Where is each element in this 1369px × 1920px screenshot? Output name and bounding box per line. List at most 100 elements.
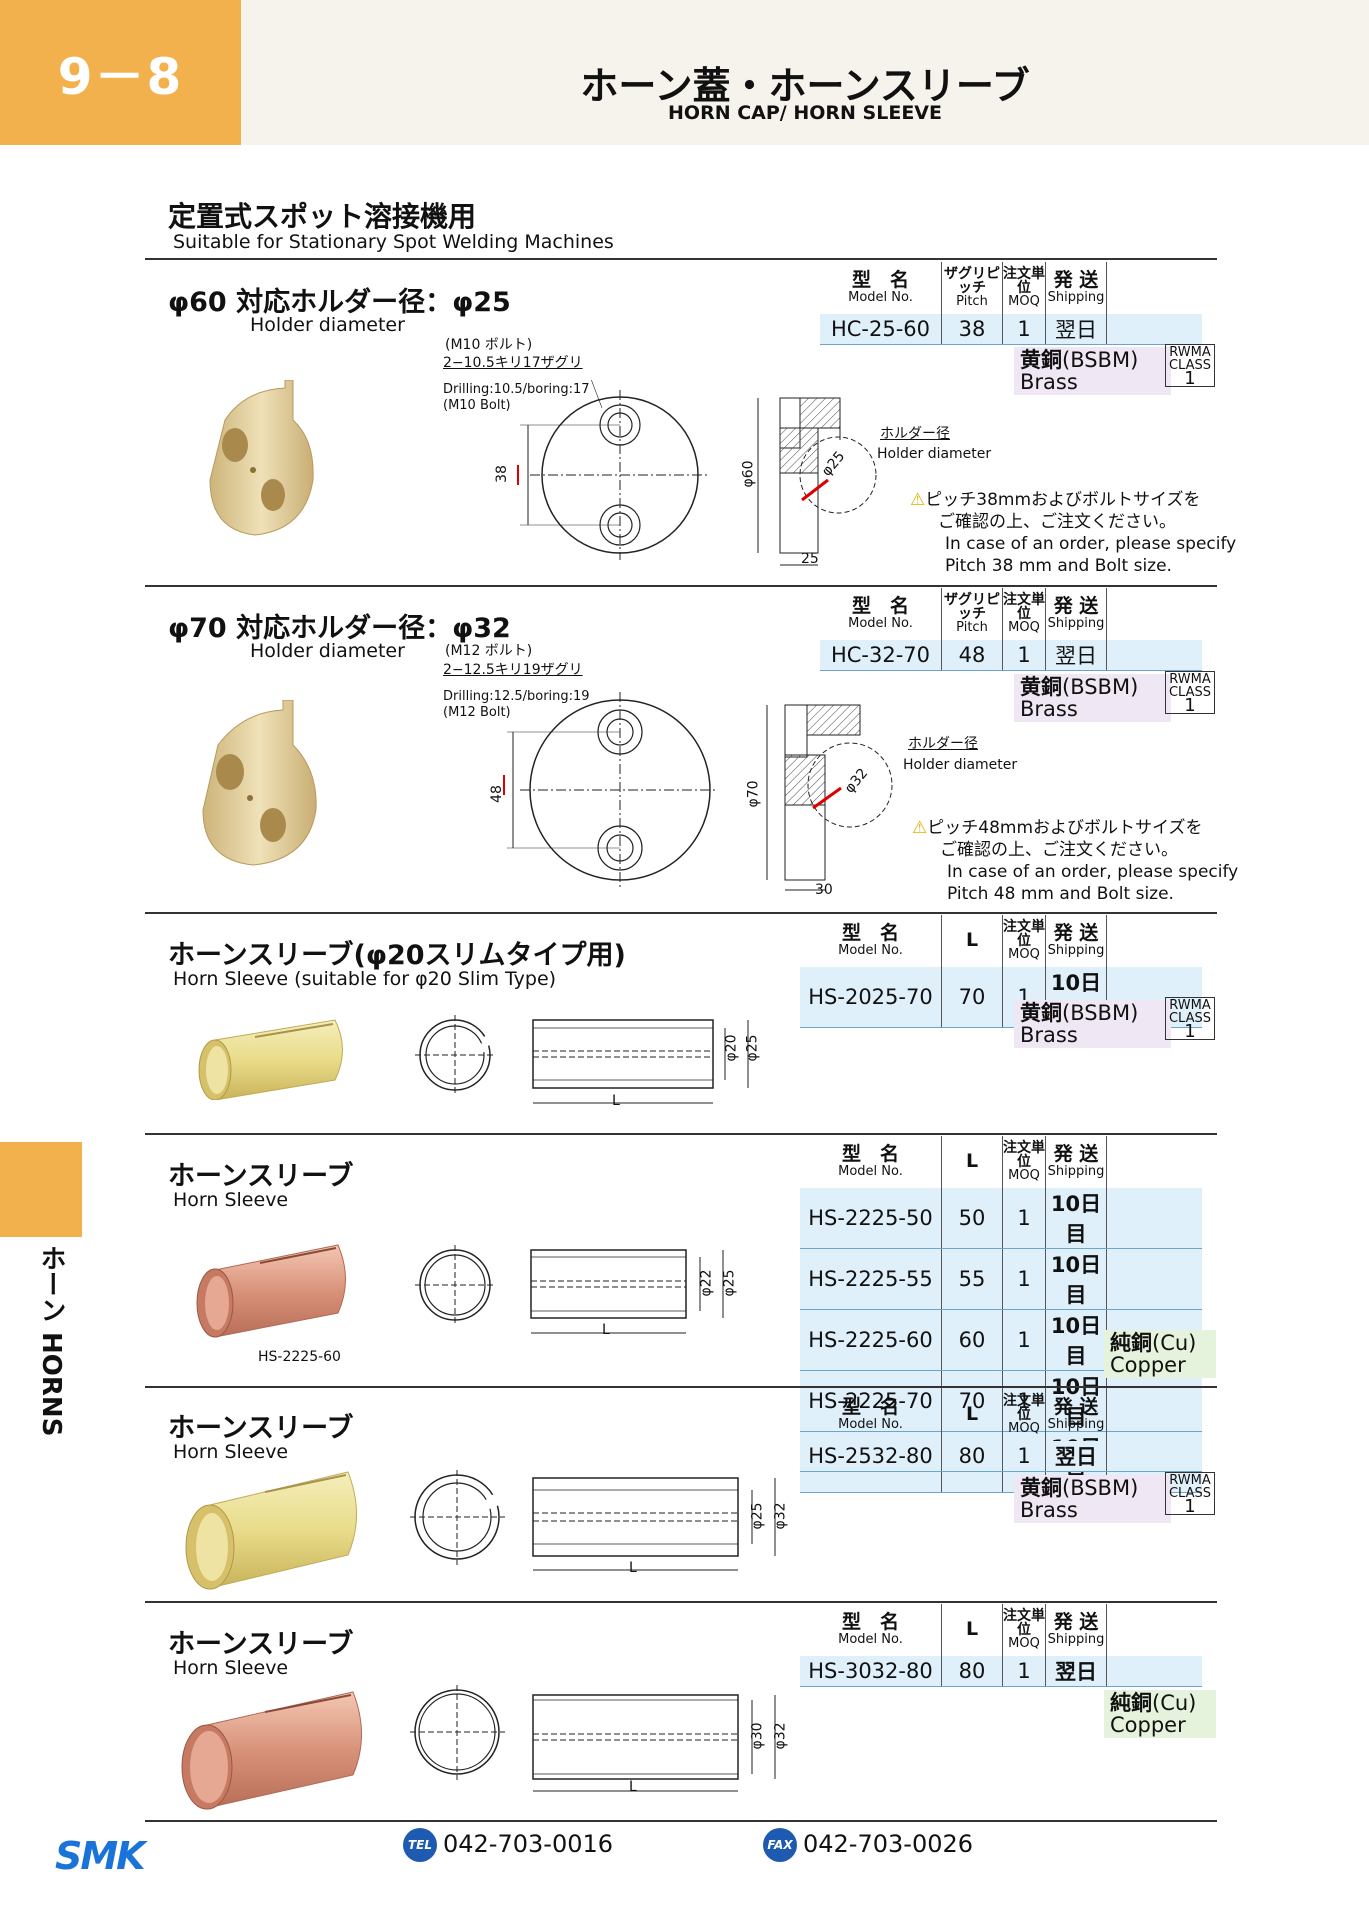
material-jp: 黄銅 — [1020, 1001, 1062, 1025]
sleeve-end-view — [415, 1015, 495, 1095]
material-code: (BSBM) — [1062, 1476, 1139, 1500]
section-subtitle: Holder diameter — [250, 640, 405, 662]
material-label: 黄銅(BSBM) Brass — [1014, 347, 1171, 395]
table-row: HC-25-60 38 1 翌日 — [820, 314, 1202, 345]
rwma-badge: RWMA CLASS 1 — [1165, 1472, 1215, 1517]
col-l: L — [965, 1403, 979, 1426]
drill-note-jp: 2−12.5キリ19ザグリ — [443, 662, 583, 678]
ship-cell: 翌日 — [1045, 314, 1107, 345]
material-en: Copper — [1110, 1713, 1186, 1737]
col-moq-jp: 注文単位 — [1003, 1140, 1045, 1171]
rwma-label: RWMA — [1169, 672, 1211, 687]
rwma-label: RWMA — [1169, 345, 1211, 360]
material-en: Brass — [1020, 1023, 1078, 1047]
col-ship-jp: 発 送 — [1053, 1396, 1099, 1419]
front-view-drawing — [503, 692, 715, 888]
ship-cell: 10日目 — [1045, 1309, 1107, 1371]
col-model-jp: 型 名 — [841, 922, 899, 945]
material-code: (BSBM) — [1062, 675, 1139, 699]
section-title: ホーンスリーブ(φ20スリムタイプ用) — [168, 940, 626, 971]
holder-label-jp: ホルダー径 — [880, 426, 950, 442]
material-code: (Cu) — [1152, 1691, 1197, 1715]
side-tab — [0, 1142, 82, 1237]
moq-cell: 1 — [1002, 1248, 1046, 1310]
col-moq-en: MOQ — [1008, 294, 1040, 310]
material-code: (BSBM) — [1062, 1001, 1139, 1025]
class-label: CLASS — [1168, 1486, 1211, 1501]
sleeve-side-view — [532, 1477, 776, 1571]
note-line: ピッチ38mmおよびボルトサイズを — [925, 490, 1201, 510]
fax-number: 042-703-0026 — [803, 1830, 974, 1858]
col-ship-en: Shipping — [1047, 290, 1105, 306]
material-en: Brass — [1020, 1498, 1078, 1522]
material-jp: 黄銅 — [1020, 1476, 1062, 1500]
col-model-en: Model No. — [838, 943, 903, 959]
pitch-cell: 38 — [941, 314, 1003, 345]
class-label: CLASS — [1168, 1011, 1211, 1026]
model-cell: HS-3032-80 — [800, 1656, 942, 1687]
col-model-en: Model No. — [848, 616, 913, 632]
warning-note: ⚠ピッチ48mmおよびボルトサイズを ご確認の上、ご注文ください。 In cas… — [912, 817, 1238, 905]
col-ship-en: Shipping — [1047, 1164, 1105, 1180]
section-title: φ60 対応ホルダー径：φ25 — [168, 287, 511, 318]
sleeve-photo — [181, 1691, 362, 1810]
moq-cell: 1 — [1002, 314, 1046, 345]
col-moq-jp: 注文単位 — [1003, 592, 1045, 623]
moq-cell: 1 — [1002, 1309, 1046, 1371]
company-logo: SMK — [55, 1834, 146, 1878]
col-moq-en: MOQ — [1008, 1421, 1040, 1437]
fax-icon: FAX — [763, 1828, 797, 1862]
divider — [145, 1133, 1217, 1135]
col-ship-jp: 発 送 — [1053, 922, 1099, 945]
divider — [145, 1386, 1217, 1388]
bolt-note-en: (M12 Bolt) — [443, 705, 511, 720]
warning-icon: ⚠ — [910, 490, 926, 510]
holder-label-jp: ホルダー径 — [908, 736, 978, 752]
moq-cell: 1 — [1002, 1188, 1046, 1249]
table-row: HC-32-70 48 1 翌日 — [820, 640, 1202, 671]
material-label: 純銅(Cu) Copper — [1104, 1330, 1216, 1378]
width-dimension: 25 — [801, 551, 819, 567]
divider — [145, 1820, 1217, 1822]
note-line: ご確認の上、ご注文ください。 — [940, 840, 1178, 860]
col-ship-jp: 発 送 — [1053, 1143, 1099, 1166]
length-cell: 80 — [941, 1441, 1003, 1472]
col-pitch-en: Pitch — [956, 620, 988, 636]
material-en: Brass — [1020, 370, 1078, 394]
model-cell: HS-2025-70 — [800, 967, 942, 1028]
page-subtitle: HORN CAP/ HORN SLEEVE — [668, 102, 942, 124]
class-number: 1 — [1184, 368, 1196, 389]
length-label: L — [612, 1093, 620, 1109]
col-l: L — [965, 1150, 979, 1173]
note-line: In case of an order, please specify — [945, 534, 1237, 554]
bolt-note: (M12 ボルト) — [445, 643, 533, 659]
section-title: ホーンスリーブ — [168, 1629, 354, 1660]
inner-diameter: φ30 — [749, 1722, 766, 1750]
pitch-dimension: 48 — [488, 785, 505, 803]
col-model-jp: 型 名 — [851, 269, 909, 292]
length-label: L — [629, 1779, 637, 1795]
material-jp: 純銅 — [1110, 1691, 1152, 1715]
length-cell: 70 — [941, 967, 1003, 1028]
rwma-badge: RWMA CLASS 1 — [1165, 997, 1215, 1041]
bolt-note-en: (M10 Bolt) — [443, 398, 511, 413]
diameter-dimension: φ60 — [740, 460, 757, 488]
material-jp: 黄銅 — [1020, 675, 1062, 699]
length-cell: 80 — [941, 1656, 1003, 1687]
col-model-jp: 型 名 — [851, 595, 909, 618]
section-subtitle: Horn Sleeve — [173, 1189, 289, 1211]
sleeve-photo — [198, 1019, 343, 1100]
outer-diameter: φ25 — [744, 1034, 761, 1062]
sleeve-photo — [185, 1471, 357, 1590]
pitch-dimension: 38 — [493, 465, 510, 483]
sleeve-end-view — [410, 1470, 505, 1565]
note-line: Pitch 48 mm and Bolt size. — [947, 884, 1174, 904]
tel-number: 042-703-0016 — [443, 1830, 614, 1858]
moq-cell: 1 — [1002, 1656, 1046, 1687]
section-title: ホーンスリーブ — [168, 1413, 354, 1444]
class-number: 1 — [1184, 1496, 1196, 1517]
sleeve-side-view — [532, 1694, 776, 1792]
col-ship-jp: 発 送 — [1053, 1611, 1099, 1634]
class-number: 1 — [1184, 695, 1196, 716]
section-subtitle: Holder diameter — [250, 314, 405, 336]
